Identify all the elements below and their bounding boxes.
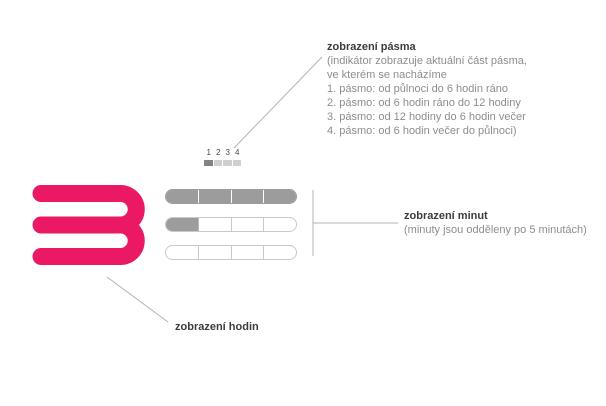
minute-segment-filled <box>264 190 296 203</box>
band-label-line: ve kterém se nacházíme <box>327 69 447 81</box>
minute-segment-filled <box>166 190 199 203</box>
band-segment-active <box>204 160 213 166</box>
band-segment-bar <box>204 160 242 166</box>
minute-segment-empty <box>199 246 232 259</box>
minutes-label-subtitle: (minuty jsou odděleny po 5 minutách) <box>404 224 587 236</box>
band-segment-inactive <box>213 160 222 166</box>
band-label-block: zobrazení pásma (indikátor zobrazuje akt… <box>327 40 567 138</box>
band-number-3: 3 <box>225 148 230 157</box>
band-segment-inactive <box>232 160 241 166</box>
band-number-4: 4 <box>235 148 240 157</box>
band-label-line: 3. pásmo: od 12 hodiny do 6 hodin večer <box>327 111 526 123</box>
band-label-line: (indikátor zobrazuje aktuální část pásma… <box>327 55 527 67</box>
minute-segment-empty <box>199 218 232 231</box>
minute-segment-filled <box>198 190 232 203</box>
hours-label-block: zobrazení hodin <box>175 320 259 334</box>
minute-segment-filled <box>166 218 199 231</box>
minute-segment-empty <box>264 246 296 259</box>
minute-row <box>165 245 297 260</box>
band-label-line: 4. pásmo: od 6 hodin večer do půlnoci) <box>327 125 517 137</box>
minute-segment-empty <box>166 246 199 259</box>
band-label-line: 2. pásmo: od 6 hodin ráno do 12 hodiny <box>327 97 521 109</box>
minute-segment-empty <box>264 218 296 231</box>
hours-display <box>28 185 150 265</box>
minutes-label-title: zobrazení minut <box>404 210 488 222</box>
minute-row <box>165 217 297 232</box>
hours-connector-line <box>106 276 169 323</box>
band-label-title: zobrazení pásma <box>327 41 416 53</box>
band-label-line: 1. pásmo: od půlnoci do 6 hodin ráno <box>327 83 509 95</box>
minute-segment-empty <box>232 218 265 231</box>
minute-row <box>165 189 297 204</box>
hours-digit-3 <box>32 185 145 265</box>
band-indicator: 1 2 3 4 <box>204 148 242 166</box>
band-number-2: 2 <box>216 148 221 157</box>
minutes-display <box>165 189 297 260</box>
minutes-label-block: zobrazení minut (minuty jsou odděleny po… <box>404 209 604 237</box>
minute-segment-empty <box>232 246 265 259</box>
minute-segment-filled <box>231 190 265 203</box>
hours-label-title: zobrazení hodin <box>175 321 259 333</box>
hours-digit-path <box>32 185 145 265</box>
band-connector-line <box>233 56 323 149</box>
band-number-1: 1 <box>206 148 211 157</box>
band-segment-inactive <box>223 160 232 166</box>
band-numbers: 1 2 3 4 <box>204 148 242 158</box>
